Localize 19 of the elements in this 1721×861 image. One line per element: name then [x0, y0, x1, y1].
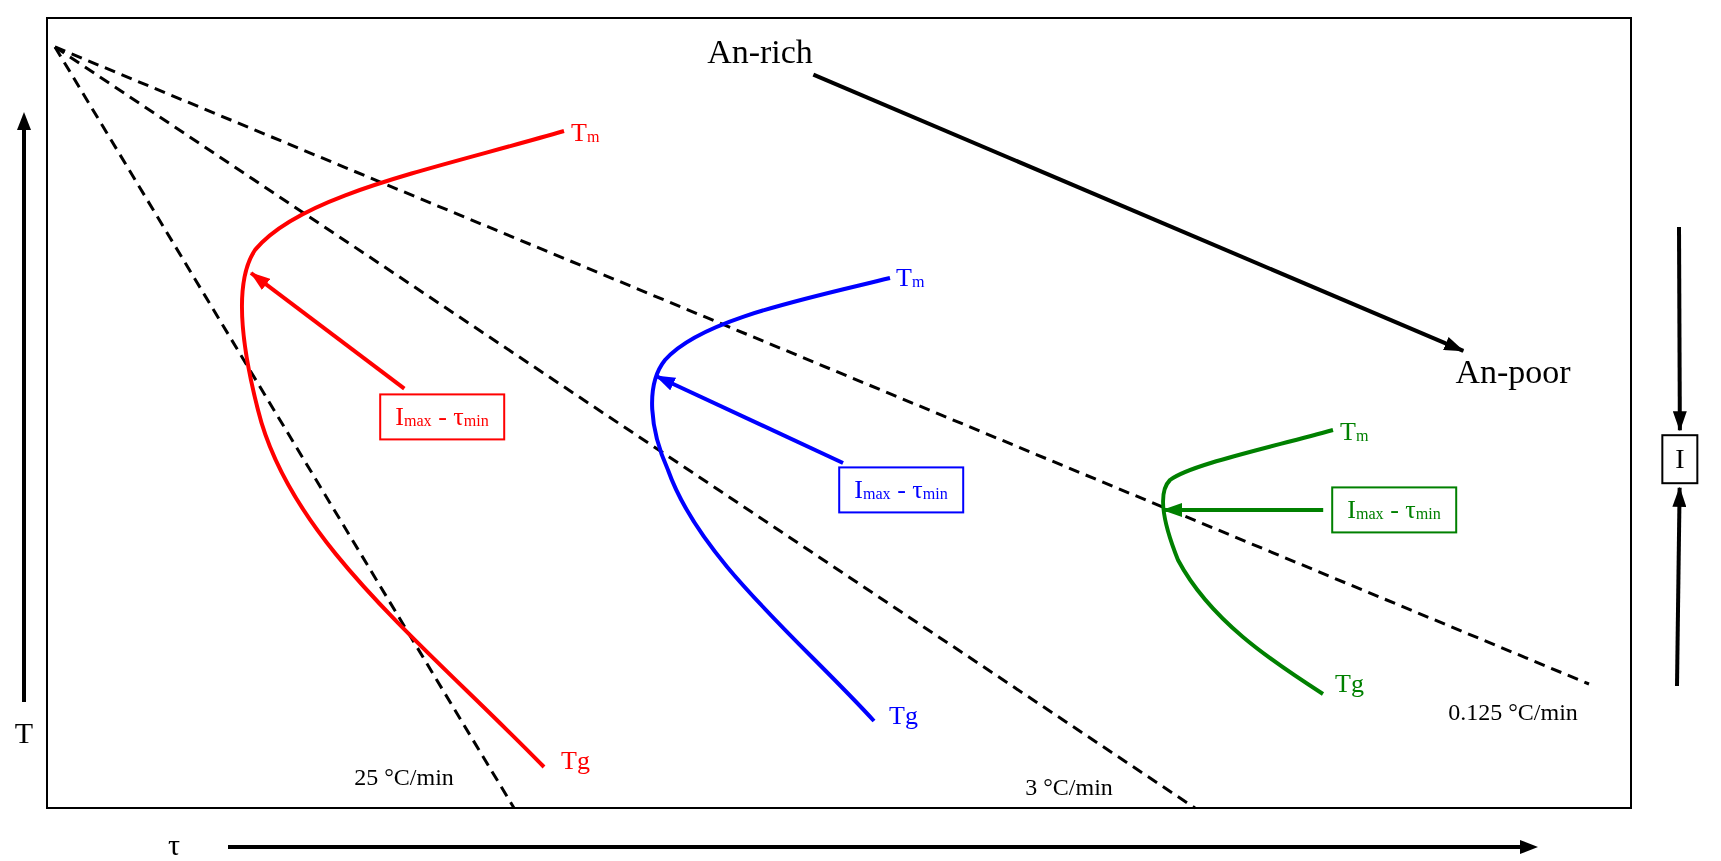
composition-label: An-rich — [707, 32, 813, 72]
transformation-curve — [1161, 428, 1334, 696]
axis-label: T — [14, 715, 34, 751]
transformation-curve — [650, 276, 891, 723]
rate-label: 0.125 °C/min — [1448, 699, 1578, 727]
arrow — [812, 72, 1465, 353]
leader-line — [655, 374, 844, 465]
curve-end-label: Tg — [889, 701, 918, 731]
rate-label: 25 °C/min — [354, 764, 454, 792]
curve-end-label: Tg — [561, 746, 590, 776]
curve-end-label: Tg — [1335, 669, 1364, 699]
leader-line — [249, 271, 406, 391]
arrow — [1672, 227, 1687, 432]
composition-label: An-poor — [1455, 352, 1571, 392]
leader-line — [1162, 503, 1324, 517]
rate-label: 3 °C/min — [1025, 774, 1113, 802]
intensity-box: I — [1661, 434, 1699, 484]
arrow — [1672, 486, 1687, 687]
axis-label: τ — [167, 827, 181, 861]
